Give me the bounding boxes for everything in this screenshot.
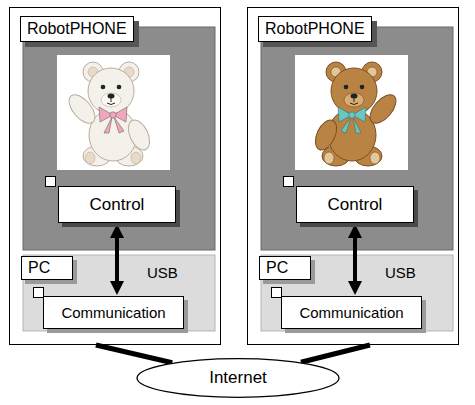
link-label: USB <box>385 264 416 281</box>
brown-teddy-bear <box>311 62 401 166</box>
ellipse-shape <box>137 359 339 398</box>
box-label: Control <box>90 195 145 215</box>
pc-title: PC <box>259 256 311 280</box>
bear-photo-ground <box>57 55 170 170</box>
network-link <box>301 345 370 362</box>
link-label: USB <box>147 264 178 281</box>
robot-panel <box>261 27 453 250</box>
control-box: Control <box>58 186 176 223</box>
robotphone-frame: RobotPHONE ControlPC Communication <box>247 7 459 345</box>
control-box: Control <box>296 186 414 223</box>
network-link <box>96 345 172 363</box>
communication-box: Communication <box>281 296 422 329</box>
white-teddy-bear <box>64 62 154 166</box>
robotphone-frame: RobotPHONE ControlPC Communication <box>9 7 221 345</box>
box-label: Communication <box>61 304 165 321</box>
box-label: Internet <box>209 368 267 388</box>
usb-link-arrow <box>353 235 357 284</box>
pc-region: PC Communication <box>24 256 216 332</box>
robot-panel <box>23 27 215 250</box>
usb-link-arrow <box>115 235 119 284</box>
pc-region: PC Communication <box>262 256 454 332</box>
box-label: Communication <box>299 304 403 321</box>
device-title: RobotPHONE <box>20 16 134 42</box>
communication-box: Communication <box>43 296 184 329</box>
device-title: RobotPHONE <box>258 16 372 42</box>
pc-title: PC <box>21 256 73 280</box>
bear-photo-ground <box>295 55 408 170</box>
box-label: Control <box>328 195 383 215</box>
internet-ellipse: Internet <box>136 358 340 398</box>
